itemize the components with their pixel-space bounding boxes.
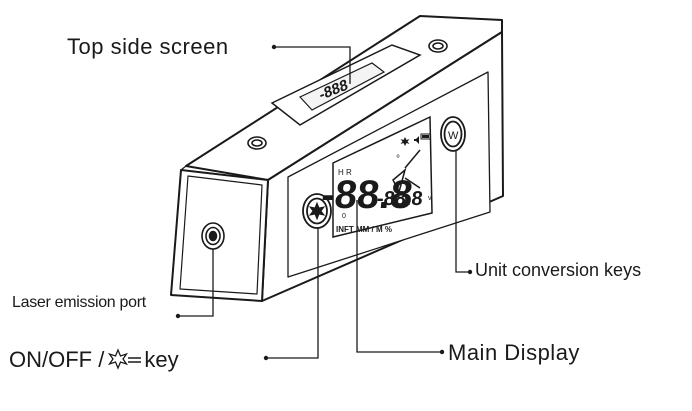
on-off-suffix: key [144, 347, 179, 372]
laser-port [201, 222, 225, 250]
leader-on-off-key [266, 228, 319, 359]
top-side-screen: -888 [270, 44, 422, 126]
small-reading: -88.8 [376, 188, 424, 210]
leader-top-screen [274, 46, 351, 84]
label-top-side-screen: Top side screen [67, 34, 229, 59]
v-mark: v [428, 195, 432, 202]
label-laser-emission-port: Laser emission port [12, 294, 146, 311]
leader-unit-keys [455, 151, 470, 273]
unit-button: W [440, 116, 466, 152]
label-on-off-key: ON/OFF / key [9, 348, 179, 372]
on-off-prefix: ON/OFF / [9, 347, 105, 372]
leader-laser-port [178, 249, 214, 317]
main-display: H R -88.8 ° -88.8 v 0 INFT MM / M % [319, 115, 433, 238]
leader-main-display [356, 200, 442, 353]
label-unit-conversion-keys: Unit conversion keys [475, 260, 642, 280]
unit-row: INFT MM / M % [336, 225, 392, 234]
hr-indicator: H R [338, 168, 352, 177]
laser-indicator-icon [400, 137, 410, 146]
laser-button [302, 193, 332, 229]
main-reading: -88.8 [319, 173, 415, 217]
label-main-display: Main Display [448, 340, 580, 365]
degree-mark: ° [396, 154, 400, 165]
battery-icon [420, 133, 431, 140]
unit-button-letter: W [448, 130, 459, 142]
sound-icon [414, 136, 419, 144]
laser-starburst-icon [108, 348, 142, 370]
zero-mark: 0 [342, 213, 346, 220]
